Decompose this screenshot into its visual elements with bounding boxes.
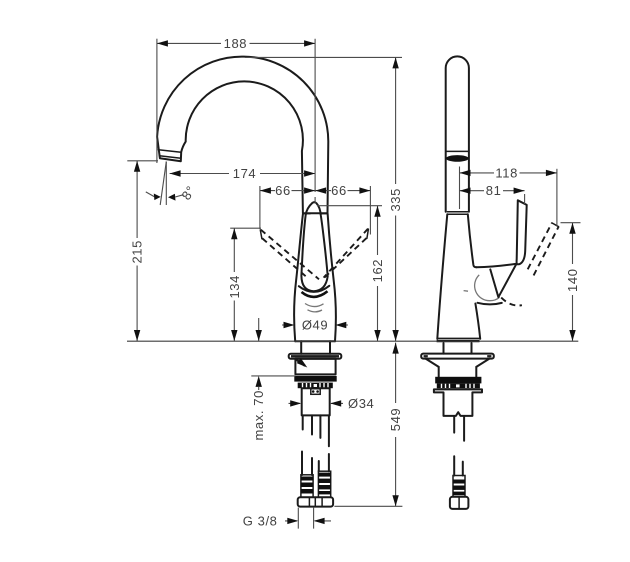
- svg-text:66: 66: [331, 183, 347, 198]
- svg-text:134: 134: [227, 275, 242, 299]
- svg-text:G 3/8: G 3/8: [243, 513, 278, 528]
- svg-text:162: 162: [370, 259, 385, 283]
- svg-text:335: 335: [388, 188, 403, 212]
- svg-text:140: 140: [565, 268, 580, 292]
- svg-text:max. 70: max. 70: [251, 390, 266, 440]
- svg-text:188: 188: [224, 36, 248, 51]
- svg-text:118: 118: [495, 165, 518, 180]
- svg-text:215: 215: [130, 240, 145, 263]
- svg-text:174: 174: [233, 166, 257, 181]
- svg-text:66: 66: [275, 183, 291, 198]
- svg-text:Ø34: Ø34: [348, 396, 374, 411]
- svg-text:549: 549: [388, 408, 403, 432]
- svg-text:Ø49: Ø49: [302, 317, 328, 332]
- svg-text:81: 81: [486, 183, 502, 198]
